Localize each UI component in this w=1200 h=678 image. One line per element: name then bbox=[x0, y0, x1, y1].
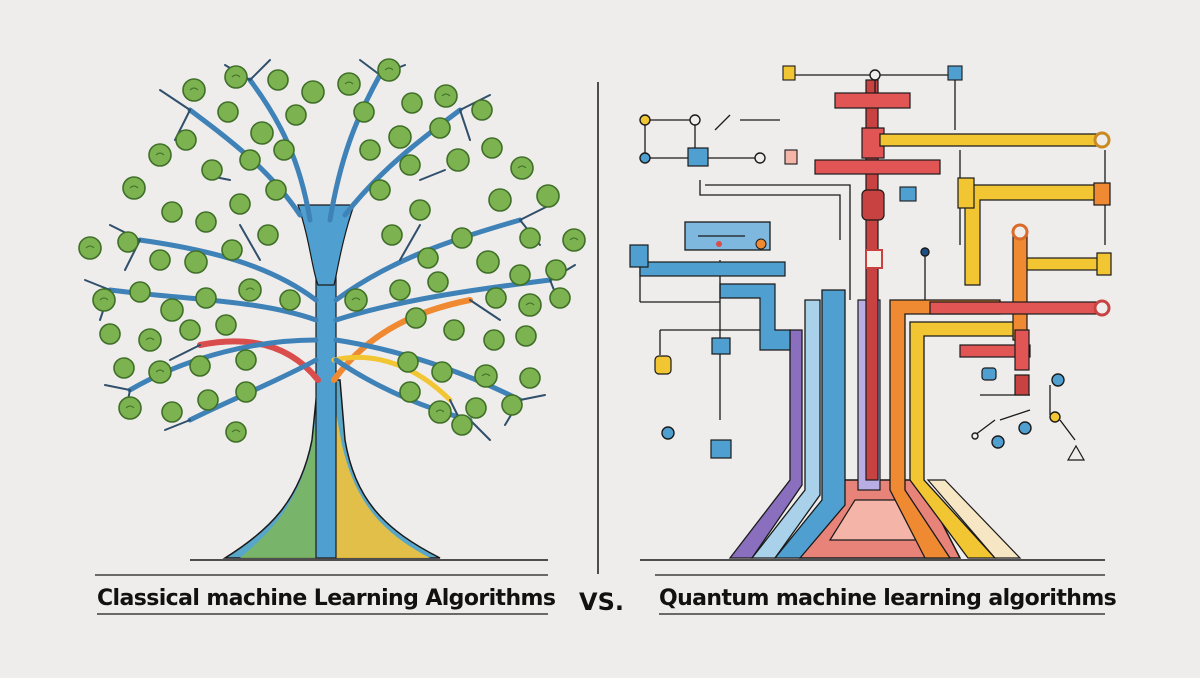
pipe-orange-right bbox=[1012, 234, 1028, 341]
gate-yellow-end bbox=[1096, 252, 1112, 276]
gate-red-bottom bbox=[1014, 374, 1030, 396]
caption-vs: VS. bbox=[579, 588, 624, 616]
tree-trunk-yellow bbox=[330, 380, 430, 558]
pipe-red-column bbox=[865, 79, 879, 481]
gate-red-top-right bbox=[947, 65, 963, 81]
circuit-nodes bbox=[639, 69, 1065, 449]
leaf-veins bbox=[85, 67, 579, 433]
pipe-yellow-mid bbox=[1024, 257, 1106, 271]
gate-small-square bbox=[865, 249, 883, 269]
gate-blue-panel-dot-red bbox=[716, 241, 722, 247]
pipe-orange bbox=[889, 299, 1001, 559]
tree-leaves bbox=[78, 58, 586, 443]
pipe-red-right bbox=[929, 301, 1101, 315]
tree-trunk-core bbox=[315, 249, 337, 559]
pipe-orange-top bbox=[879, 133, 1101, 147]
node-orange-top bbox=[1093, 131, 1111, 149]
pipe-red-low bbox=[959, 344, 1031, 358]
gate-blue-left-square bbox=[629, 244, 649, 268]
pipe-blue-left-elbow bbox=[719, 283, 791, 351]
caption-quantum: Quantum machine learning algorithms bbox=[659, 586, 1117, 611]
gate-blue-panel-dot-orange bbox=[755, 238, 767, 250]
node-orange-right bbox=[1011, 223, 1029, 241]
tree-branches bbox=[107, 72, 553, 423]
quantum-circuit-illustration bbox=[629, 65, 1112, 559]
tree-trunk-green bbox=[240, 380, 322, 558]
gate-blue-small-right bbox=[981, 367, 997, 381]
gate-orange-square-right bbox=[1093, 182, 1111, 206]
pipe-blue bbox=[773, 289, 846, 559]
gate-blue-bottom bbox=[710, 439, 732, 459]
gate-triangle bbox=[1066, 444, 1086, 461]
gate-blue-right-small bbox=[899, 186, 917, 202]
gate-red-bar-mid bbox=[814, 159, 941, 175]
branch-orange-right bbox=[331, 297, 473, 383]
pipe-cream bbox=[926, 479, 1022, 559]
caption-classical: Classical machine Learning Algorithms bbox=[97, 586, 556, 611]
gate-red-knob bbox=[861, 189, 885, 221]
gate-yellow-square-left bbox=[957, 177, 975, 209]
gate-blue-top-square bbox=[687, 147, 709, 167]
pipe-yellow bbox=[909, 321, 1021, 559]
gate-red-bar-top bbox=[834, 92, 911, 109]
gate-pink-mini bbox=[784, 149, 798, 165]
gate-yellow-lock bbox=[654, 355, 672, 375]
pipe-blue-bar-left bbox=[639, 261, 786, 277]
gate-orange-top-left bbox=[782, 65, 796, 81]
node-red-right bbox=[1093, 299, 1111, 317]
gate-red-low bbox=[1014, 329, 1030, 371]
tree-trunk-fork bbox=[297, 204, 355, 286]
gate-blue-small-center bbox=[711, 337, 731, 355]
tree-illustration bbox=[78, 58, 586, 559]
